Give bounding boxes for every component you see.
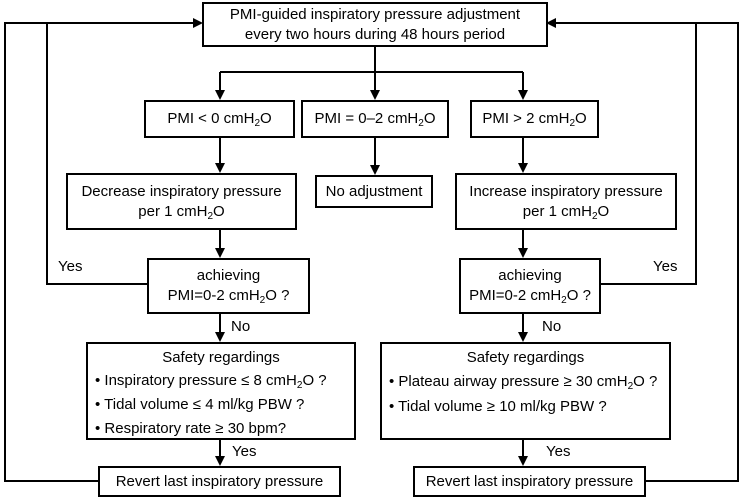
increase-line2: per 1 cmH2O [522, 202, 610, 222]
branch-right-label: PMI > 2 cmH2O [482, 110, 587, 129]
branch-right-box: PMI > 2 cmH2O [470, 100, 599, 138]
decrease-line2: per 1 cmH2O [138, 202, 225, 222]
branch-middle-box: PMI = 0–2 cmH2O [301, 100, 449, 138]
no-left-label: No [231, 318, 251, 335]
yes-bottom-left-label: Yes [232, 443, 257, 460]
branch-middle-label: PMI = 0–2 cmH2O [314, 110, 436, 129]
branch-left-box: PMI < 0 cmH2O [144, 100, 295, 138]
revert-left-label: Revert last inspiratory pressure [115, 472, 324, 490]
loop-right-yes [546, 18, 697, 285]
check-left-box: achieving PMI=0-2 cmH2O ? [147, 258, 310, 314]
safety-left-item3: • Respiratory rate ≥ 30 bpm? [95, 420, 287, 437]
safety-left-box: Safety regardings • Inspiratory pressure… [86, 342, 356, 440]
increase-pressure-box: Increase inspiratory pressure per 1 cmH2… [455, 173, 677, 230]
top-line1: PMI-guided inspiratory pressure adjustme… [229, 5, 521, 23]
loop-left-revert [4, 22, 98, 482]
yes-right-label: Yes [653, 258, 678, 275]
loop-left-yes [46, 18, 203, 285]
top-line2: every two hours during 48 hours period [244, 25, 506, 43]
top-process-box: PMI-guided inspiratory pressure adjustme… [202, 2, 548, 47]
safety-left-item1: • Inspiratory pressure ≤ 8 cmH2O ? [95, 372, 327, 391]
loop-right-revert [646, 22, 739, 482]
safety-right-title: Safety regardings [466, 349, 585, 366]
safety-left-title: Safety regardings [162, 349, 280, 366]
yes-left-label: Yes [58, 258, 83, 275]
safety-right-item2: • Tidal volume ≥ 10 ml/kg PBW ? [389, 398, 607, 415]
revert-right-box: Revert last inspiratory pressure [413, 466, 646, 497]
branch-left-label: PMI < 0 cmH2O [167, 110, 272, 129]
safety-left-item2: • Tidal volume ≤ 4 ml/kg PBW ? [95, 396, 305, 413]
increase-line1: Increase inspiratory pressure [469, 182, 663, 200]
check-right-line1: achieving [498, 267, 562, 284]
no-adjustment-label: No adjustment [325, 182, 423, 200]
safety-right-item1: • Plateau airway pressure ≥ 30 cmH2O ? [389, 373, 658, 392]
revert-right-label: Revert last inspiratory pressure [425, 472, 634, 490]
check-right-box: achieving PMI=0-2 cmH2O ? [459, 258, 601, 314]
check-left-line1: achieving [196, 267, 261, 284]
no-adjustment-box: No adjustment [315, 175, 433, 208]
no-right-label: No [542, 318, 562, 335]
decrease-pressure-box: Decrease inspiratory pressure per 1 cmH2… [66, 173, 297, 230]
check-right-line2: PMI=0-2 cmH2O ? [469, 287, 591, 306]
decrease-line1: Decrease inspiratory pressure [81, 182, 282, 200]
yes-bottom-right-label: Yes [546, 443, 571, 460]
check-left-line2: PMI=0-2 cmH2O ? [167, 287, 290, 306]
revert-left-box: Revert last inspiratory pressure [98, 466, 341, 497]
safety-right-box: Safety regardings • Plateau airway press… [380, 342, 671, 440]
